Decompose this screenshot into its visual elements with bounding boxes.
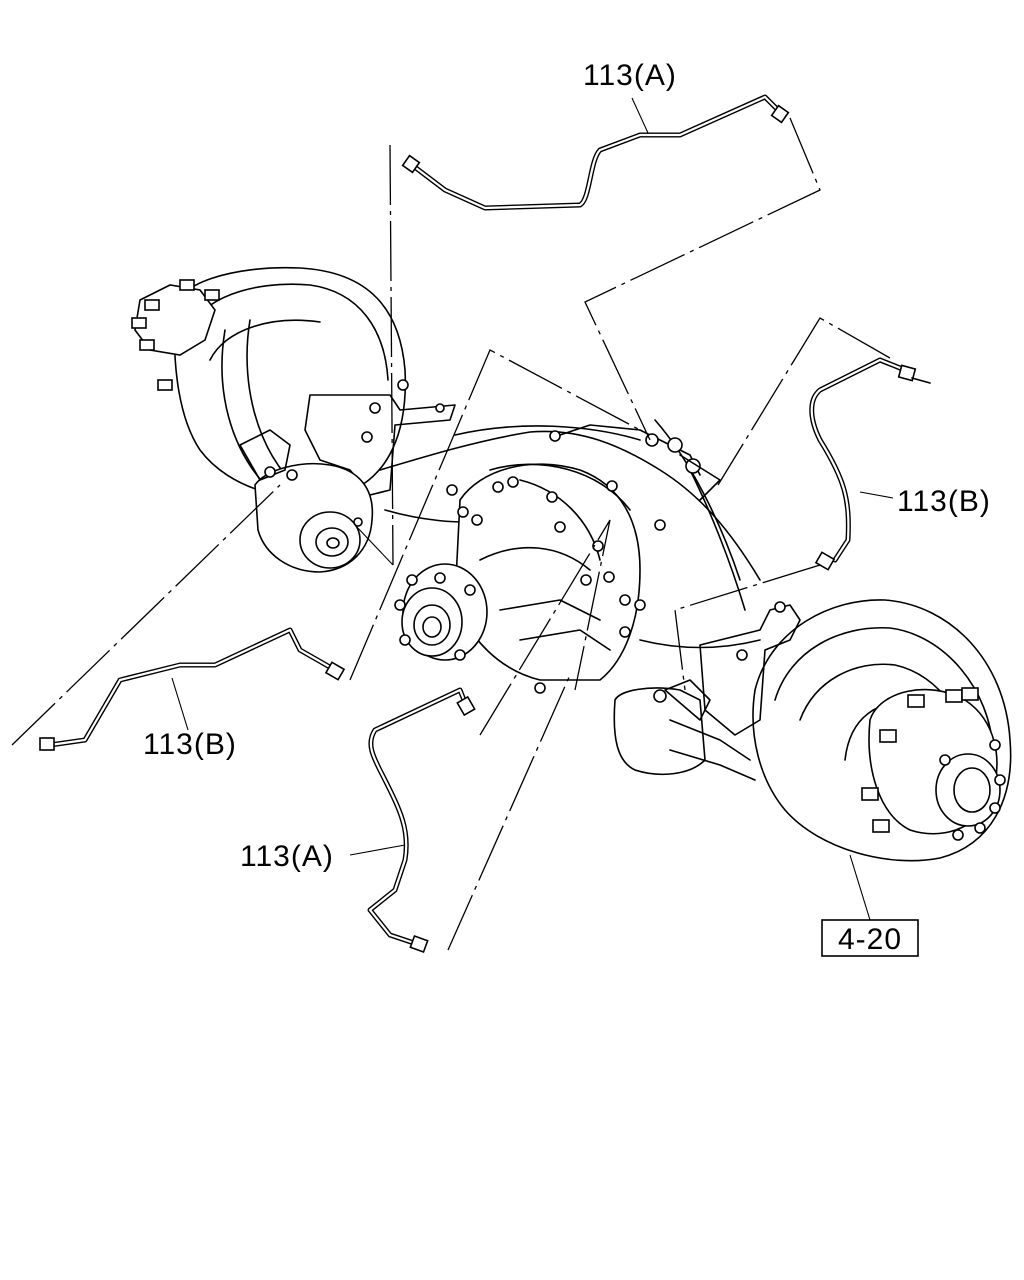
brake-pipe-113b-left [39,627,346,751]
differential-carrier [446,463,666,694]
label-113a-top: 113(A) [583,59,677,92]
left-hub-studs [131,279,220,391]
pinion-flange [394,563,488,661]
axle-housing [379,419,761,649]
left-brake-drum [131,266,456,499]
label-113b-left: 113(B) [143,728,237,761]
label-113a-bottom: 113(A) [240,840,334,873]
carrier-bolts [446,476,666,694]
connection-lines [11,117,891,951]
label-113b-right: 113(B) [897,485,991,518]
brake-pipe-113a-bottom [367,687,476,954]
right-brake-chamber [613,679,756,781]
left-brake-chamber [239,429,374,573]
reference-box-label: 4-20 [838,923,902,956]
reference-box[interactable]: 4-20 [821,919,919,957]
brake-pipe-113a-top [401,94,790,211]
brake-pipe-113b-right [809,357,931,571]
right-brake-drum [699,599,1012,862]
label-leaders [171,97,894,921]
right-hub-studs [861,687,1006,841]
